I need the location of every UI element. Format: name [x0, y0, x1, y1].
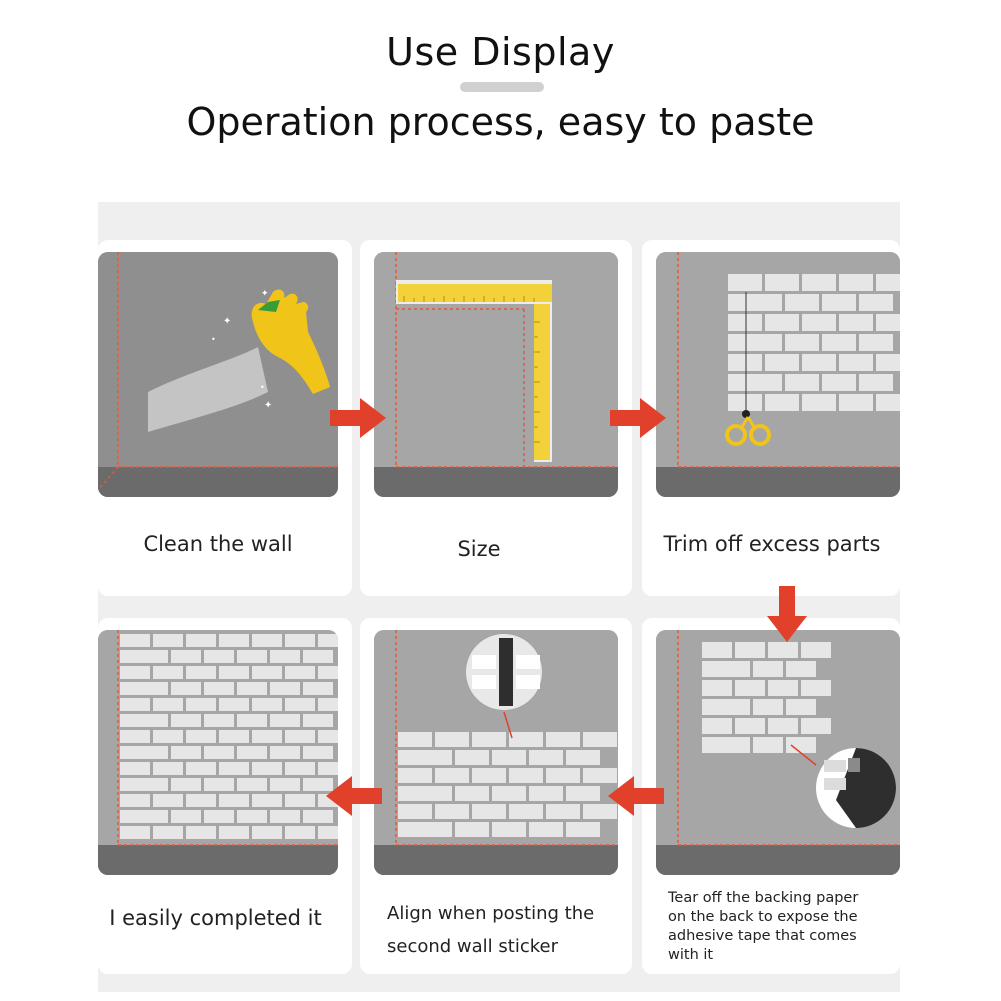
step-1-illustration: ✦ ✦ • • ✦ — [98, 252, 338, 497]
arrow-down — [767, 586, 807, 642]
step-6-caption: I easily completed it — [109, 906, 322, 930]
title-underline — [460, 82, 544, 92]
step-3-illustration — [656, 252, 900, 497]
page-title: Use Display — [386, 30, 615, 74]
arrow-left-2 — [326, 776, 382, 816]
step-5-illustration — [374, 630, 618, 875]
arrow-right-2 — [610, 398, 666, 438]
step-6-illustration — [98, 630, 338, 875]
page-subtitle: Operation process, easy to paste — [186, 100, 815, 144]
step-4-illustration — [656, 630, 900, 875]
arrow-right-1 — [330, 398, 386, 438]
step-2-caption: Size — [457, 537, 501, 561]
arrow-left-1 — [608, 776, 664, 816]
step-4-caption: Tear off the backing paper on the back t… — [668, 890, 859, 963]
svg-text:✦: ✦ — [264, 400, 272, 411]
step-3-caption: Trim off excess parts — [663, 532, 881, 556]
svg-text:•: • — [211, 335, 216, 344]
step-2-illustration — [374, 252, 618, 497]
step-5-caption: Align when posting the second wall stick… — [387, 903, 595, 957]
svg-text:•: • — [260, 383, 265, 392]
step-1-caption: Clean the wall — [143, 532, 293, 556]
svg-text:✦: ✦ — [223, 316, 231, 327]
svg-text:✦: ✦ — [261, 289, 269, 299]
